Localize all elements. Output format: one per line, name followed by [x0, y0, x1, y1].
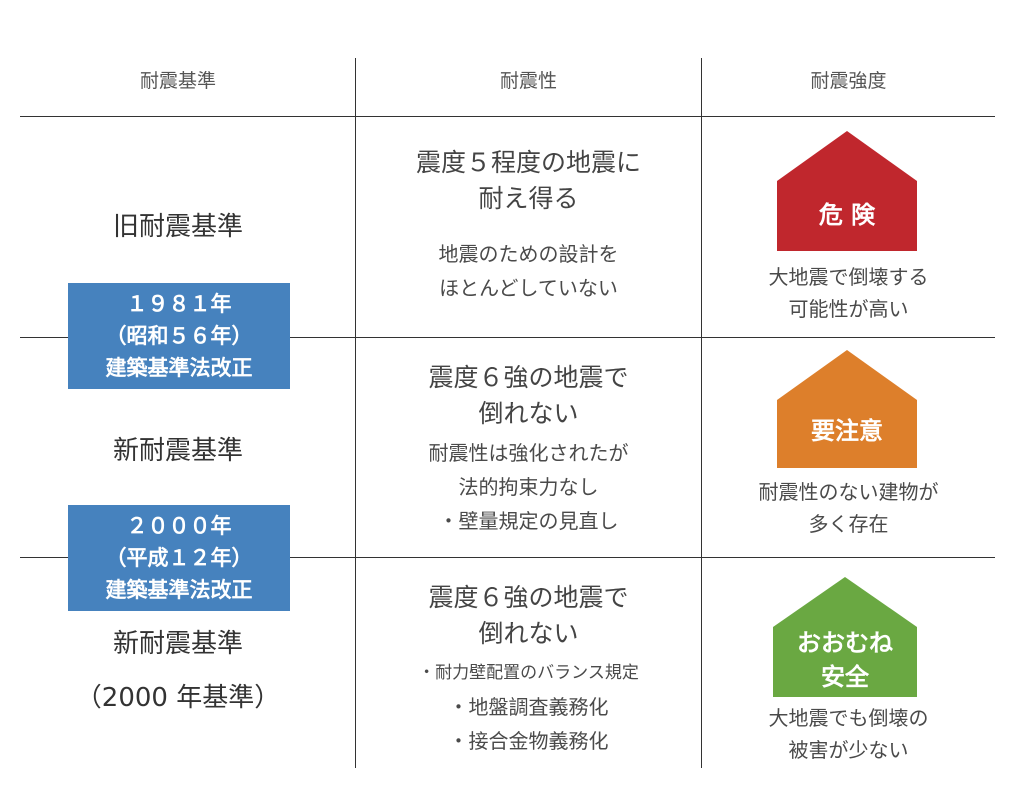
badge-1981-revision: １９８１年 （昭和５６年） 建築基準法改正 — [68, 283, 290, 389]
divider-vertical-2 — [701, 58, 702, 768]
divider-header — [20, 116, 995, 117]
resistance-main-line: 震度５程度の地震に — [415, 148, 641, 177]
risk-desc-line: 大地震で倒壊する — [768, 265, 929, 289]
resistance-note-line: ・接合金物義務化 — [448, 729, 609, 753]
risk-label-danger: 危 険 — [818, 201, 876, 229]
divider-row-1 — [20, 337, 995, 338]
resistance-main-line: 震度６強の地震で — [428, 363, 629, 392]
resistance-main-line: 倒れない — [478, 619, 579, 648]
standard-new: 新耐震基準 — [112, 436, 243, 466]
resistance-old: 震度５程度の地震に 耐え得る 地震のための設計を ほとんどしていない — [356, 145, 701, 305]
resistance-2000: 震度６強の地震で 倒れない ・耐力壁配置のバランス規定 ・地盤調査義務化 ・接合… — [356, 580, 701, 758]
resistance-main-line: 震度６強の地震で — [428, 583, 629, 612]
house-safe-icon — [773, 577, 917, 697]
resistance-note-line: ・地盤調査義務化 — [448, 695, 609, 719]
risk-desc-danger: 大地震で倒壊する 可能性が高い — [702, 261, 995, 325]
badge-line: （平成１２年） — [105, 546, 253, 570]
resistance-note-line: ほとんどしていない — [439, 276, 618, 300]
risk-label-line: おおむね — [797, 629, 893, 657]
badge-line: 建築基準法改正 — [105, 578, 253, 602]
risk-label-line: 安全 — [821, 663, 869, 691]
standard-2000: 新耐震基準 — [112, 629, 243, 659]
badge-line: ２０００年 — [126, 514, 232, 538]
risk-desc-safe: 大地震でも倒壊の 被害が少ない — [702, 702, 995, 766]
header-standard: 耐震基準 — [139, 70, 216, 92]
risk-desc-line: 大地震でも倒壊の — [768, 706, 929, 730]
resistance-note-line: ・壁量規定の見直し — [438, 509, 619, 533]
resistance-note-line: ・耐力壁配置のバランス規定 — [418, 663, 639, 683]
resistance-note-line: 耐震性は強化されたが — [428, 441, 629, 465]
badge-line: 建築基準法改正 — [105, 356, 253, 380]
resistance-note-line: 法的拘束力なし — [458, 475, 599, 499]
risk-desc-line: 耐震性のない建物が — [758, 480, 939, 504]
divider-vertical-1 — [355, 58, 356, 768]
header-strength: 耐震強度 — [810, 70, 887, 92]
risk-desc-line: 多く存在 — [808, 512, 889, 536]
badge-line: １９８１年 — [126, 292, 232, 316]
risk-desc-caution: 耐震性のない建物が 多く存在 — [702, 476, 995, 540]
risk-desc-line: 可能性が高い — [788, 297, 909, 321]
standard-2000-sub: （2000 年基準） — [75, 683, 281, 713]
resistance-note-line: 地震のための設計を — [438, 242, 619, 266]
header-resistance: 耐震性 — [499, 70, 557, 92]
house-caution-icon — [777, 350, 917, 468]
risk-label-safe: おおむね 安全 — [773, 626, 917, 694]
resistance-new: 震度６強の地震で 倒れない 耐震性は強化されたが 法的拘束力なし ・壁量規定の見… — [356, 360, 701, 538]
risk-label-caution: 要注意 — [811, 417, 883, 445]
divider-row-2 — [20, 557, 995, 558]
badge-2000-revision: ２０００年 （平成１２年） 建築基準法改正 — [68, 505, 290, 611]
badge-line: （昭和５６年） — [105, 324, 253, 348]
resistance-main-line: 耐え得る — [478, 184, 579, 213]
resistance-main-line: 倒れない — [478, 399, 579, 428]
house-danger-icon — [777, 131, 917, 251]
risk-desc-line: 被害が少ない — [788, 738, 909, 762]
standard-old: 旧耐震基準 — [112, 212, 243, 242]
